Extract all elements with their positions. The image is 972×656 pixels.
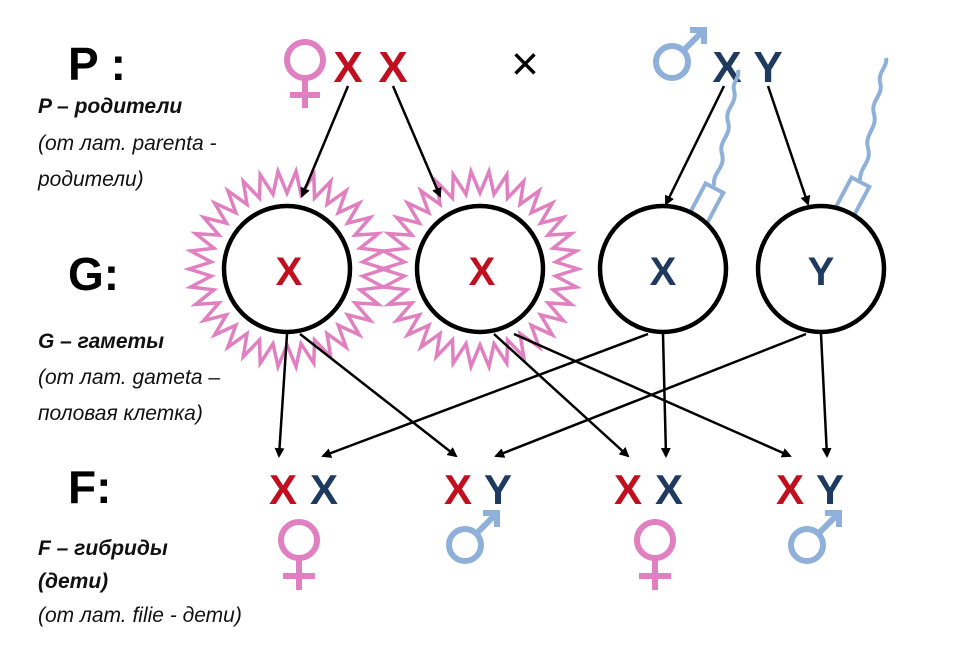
row-label-f: F: (68, 461, 111, 513)
arrow-father-y (766, 85, 811, 206)
gamete-circle-1 (221, 203, 353, 335)
gamete-circle-3 (597, 203, 729, 335)
gamete-4-chromosome: Y (808, 250, 835, 294)
arrow-mother-x1 (300, 85, 350, 198)
row-label-p: P : (68, 38, 126, 90)
offspring-4-chromosome-2: Y (816, 466, 844, 513)
caption-f-title: F – гибриды (38, 537, 168, 560)
venus-icon (634, 519, 676, 590)
offspring-1-chromosome-1: X (269, 466, 297, 513)
caption-g-title: G – гаметы (38, 330, 164, 353)
parent-to-gamete-arrows (300, 85, 811, 206)
cross-icon: × (511, 38, 539, 91)
caption-p-title: P – родители (38, 95, 182, 118)
mother-chromosome-2: X (378, 43, 407, 92)
gamete-3-chromosome: X (650, 250, 677, 294)
sperm-1 (686, 69, 741, 228)
egg-rays-1 (183, 165, 391, 373)
mars-icon (446, 510, 500, 564)
arrow-mother-x2 (391, 85, 442, 198)
gamete-circle-4 (755, 203, 887, 335)
caption-g-line2: (от лат. gameta – (38, 366, 220, 389)
gamete-to-offspring-arrows (274, 332, 832, 458)
arrow-g2-f3 (493, 333, 630, 458)
offspring-1-chromosome-2: X (310, 466, 338, 513)
arrow-g1-f2 (299, 333, 458, 458)
row-label-g: G: (68, 248, 119, 300)
arrow-father-x (664, 85, 726, 206)
offspring-3-chromosome-1: X (614, 466, 642, 513)
sperm-2 (832, 57, 889, 222)
arrow-g3-f3 (660, 333, 671, 458)
offspring-3-chromosome-2: X (655, 466, 683, 513)
caption-f-line3: (от лат. filie - дети) (38, 604, 242, 627)
gamete-2-chromosome: X (469, 250, 496, 294)
caption-f-line2: (дети) (38, 570, 108, 593)
caption-p-line3: родители) (37, 168, 144, 191)
mars-icon (788, 510, 842, 564)
venus-icon (284, 39, 326, 108)
arrow-g4-f2 (494, 332, 807, 458)
gamete-1-chromosome: X (276, 250, 303, 294)
gamete-circle-2 (414, 203, 546, 335)
offspring-2-chromosome-1: X (444, 466, 472, 513)
mars-icon (653, 27, 707, 81)
arrow-g4-f4 (819, 333, 832, 458)
offspring-4-chromosome-1: X (776, 466, 804, 513)
father-chromosome-2: Y (753, 43, 782, 92)
venus-icon (278, 519, 320, 590)
caption-g-line3: половая клетка) (38, 402, 203, 425)
father-chromosome-1: X (712, 43, 741, 92)
egg-rays-2 (376, 165, 584, 373)
caption-p-line2: (от лат. parenta - (38, 132, 217, 155)
offspring-2-chromosome-2: Y (484, 466, 512, 513)
arrow-g1-f1 (274, 333, 289, 458)
arrow-g3-f1 (321, 332, 649, 458)
mother-chromosome-1: X (333, 43, 362, 92)
